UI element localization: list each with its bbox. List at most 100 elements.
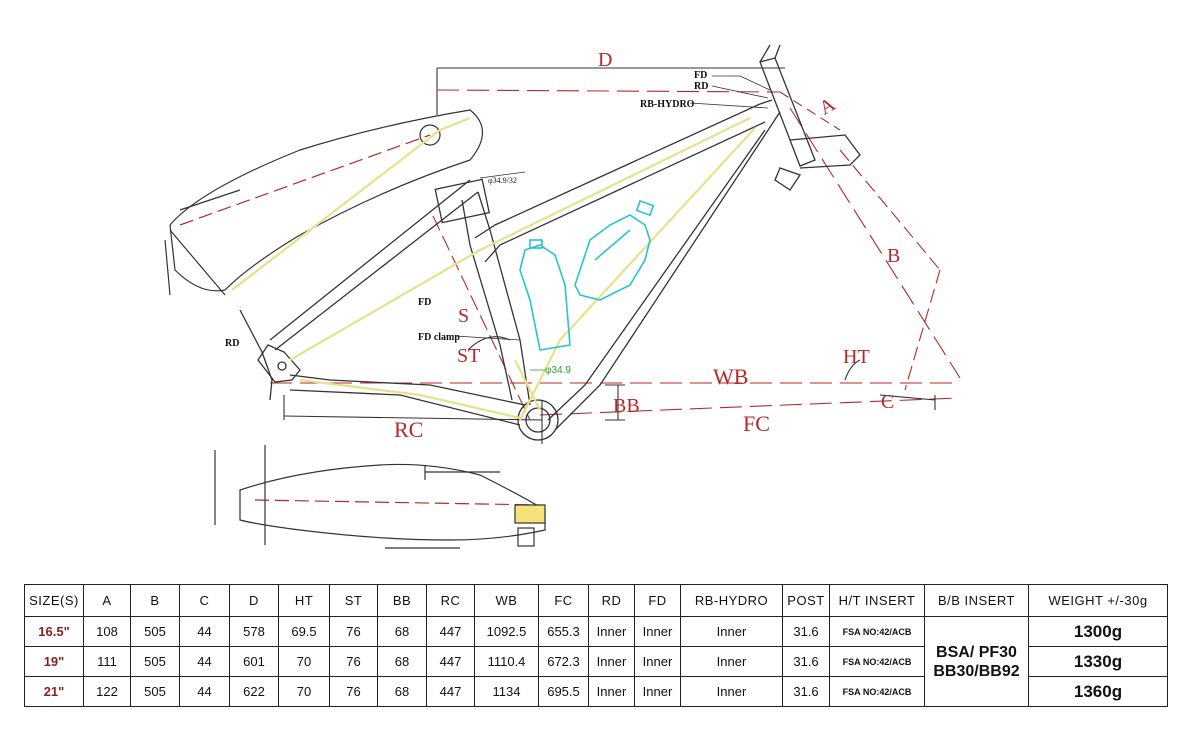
col-header: D: [229, 584, 279, 617]
dim-label-d: D: [598, 49, 612, 71]
note-clamp-dia: φ34.9: [545, 365, 571, 376]
cell-size: 19": [24, 646, 84, 677]
cell-st: 76: [329, 646, 378, 677]
cell-size: 21": [24, 676, 84, 707]
cell-c: 44: [179, 616, 230, 647]
cable-routing: [231, 116, 756, 421]
cell-fd: Inner: [634, 676, 681, 707]
cell-d: 622: [229, 676, 279, 707]
cell-fc: 672.3: [538, 646, 589, 677]
dim-label-bb: BB: [613, 395, 640, 417]
seatstay-top-view: [164, 109, 483, 296]
col-header: RD: [588, 584, 635, 617]
bottle-cages: [519, 199, 655, 351]
cell-ht-insert: FSA NO:42/ACB: [829, 616, 925, 647]
cell-rc: 447: [426, 616, 475, 647]
frame-outline: [239, 44, 861, 441]
chainstay-top-view: [214, 445, 546, 549]
cell-weight: 1300g: [1028, 616, 1168, 647]
note-fd-side: FD: [418, 297, 431, 308]
note-rd-top: RD: [694, 81, 708, 92]
col-header: B: [130, 584, 180, 617]
leader-lines: [454, 75, 771, 371]
cell-rc: 447: [426, 676, 475, 707]
cell-ht: 69.5: [278, 616, 330, 647]
col-header: POST: [782, 584, 830, 617]
bb-insert-line-1: BSA/ PF30: [936, 643, 1017, 661]
cell-rb-hydro: Inner: [680, 676, 783, 707]
cell-a: 111: [83, 646, 131, 677]
note-rb-hydro: RB-HYDRO: [640, 99, 695, 110]
note-fd-clamp: FD clamp: [418, 332, 460, 343]
cell-rb-hydro: Inner: [680, 646, 783, 677]
dim-label-c: C: [881, 391, 894, 413]
cell-a: 108: [83, 616, 131, 647]
col-header: FD: [634, 584, 681, 617]
cell-bb: 68: [377, 616, 427, 647]
note-seatpost-dia: φ34.9/32: [488, 176, 517, 185]
col-header: B/B INSERT: [924, 584, 1029, 617]
cell-ht: 70: [278, 676, 330, 707]
col-header: C: [179, 584, 230, 617]
cell-b: 505: [130, 646, 180, 677]
cell-fc: 695.5: [538, 676, 589, 707]
table-row: 16.5" 108 505 44 578 69.5 76 68 447 1092…: [24, 616, 1168, 707]
table-row: 21" 122 505 44 622 70 76 68 447 1134 695…: [24, 676, 1168, 707]
geometry-spec-table: SIZE(S) A B C D HT ST BB RC WB FC RD FD …: [24, 584, 1168, 707]
table-header-row: SIZE(S) A B C D HT ST BB RC WB FC RD FD …: [24, 584, 1168, 617]
cell-bb: 68: [377, 646, 427, 677]
cell-rc: 447: [426, 646, 475, 677]
cell-fc: 655.3: [538, 616, 589, 647]
cell-wb: 1110.4: [474, 646, 539, 677]
dim-label-a: A: [816, 93, 840, 120]
cell-a: 122: [83, 676, 131, 707]
cell-post: 31.6: [782, 646, 830, 677]
col-header: H/T INSERT: [829, 584, 925, 617]
note-fd-top: FD: [694, 70, 707, 81]
dim-label-st: ST: [457, 345, 480, 367]
cell-fd: Inner: [634, 616, 681, 647]
col-header: A: [83, 584, 131, 617]
cell-c: 44: [179, 646, 230, 677]
dim-label-s: S: [458, 305, 469, 327]
frame-geometry-diagram: D A B S ST HT WB BB RC FC C FD RD RB-HYD…: [164, 44, 961, 549]
cell-rd: Inner: [588, 646, 635, 677]
col-header: WB: [474, 584, 539, 617]
cell-weight: 1360g: [1028, 676, 1168, 707]
cell-rd: Inner: [588, 676, 635, 707]
dim-label-ht: HT: [843, 346, 870, 368]
cell-wb: 1134: [474, 676, 539, 707]
dim-label-rc: RC: [394, 417, 423, 442]
col-header: RC: [426, 584, 475, 617]
cell-d: 578: [229, 616, 279, 647]
cell-ht-insert: FSA NO:42/ACB: [829, 646, 925, 677]
col-header: RB-HYDRO: [680, 584, 783, 617]
cell-st: 76: [329, 616, 378, 647]
cell-b: 505: [130, 616, 180, 647]
col-header: SIZE(S): [24, 584, 84, 617]
cell-rb-hydro: Inner: [680, 616, 783, 647]
col-header: ST: [329, 584, 378, 617]
cell-bb-insert: BSA/ PF30 BB30/BB92: [924, 616, 1029, 707]
bb-insert-line-2: BB30/BB92: [933, 662, 1020, 680]
table-row: 19" 111 505 44 601 70 76 68 447 1110.4 6…: [24, 646, 1168, 677]
dim-label-b: B: [887, 245, 900, 267]
dimension-lines: [270, 67, 961, 444]
cell-d: 601: [229, 646, 279, 677]
cell-size: 16.5": [24, 616, 84, 647]
cell-c: 44: [179, 676, 230, 707]
cell-fd: Inner: [634, 646, 681, 677]
cell-b: 505: [130, 676, 180, 707]
col-header: BB: [377, 584, 427, 617]
cell-post: 31.6: [782, 616, 830, 647]
cell-post: 31.6: [782, 676, 830, 707]
cell-st: 76: [329, 676, 378, 707]
col-header: HT: [278, 584, 330, 617]
dim-label-fc: FC: [743, 411, 770, 436]
cell-ht-insert: FSA NO:42/ACB: [829, 676, 925, 707]
cell-weight: 1330g: [1028, 646, 1168, 677]
col-header: FC: [538, 584, 589, 617]
cell-ht: 70: [278, 646, 330, 677]
note-rd-rear: RD: [225, 338, 239, 349]
dim-label-wb: WB: [713, 364, 748, 389]
